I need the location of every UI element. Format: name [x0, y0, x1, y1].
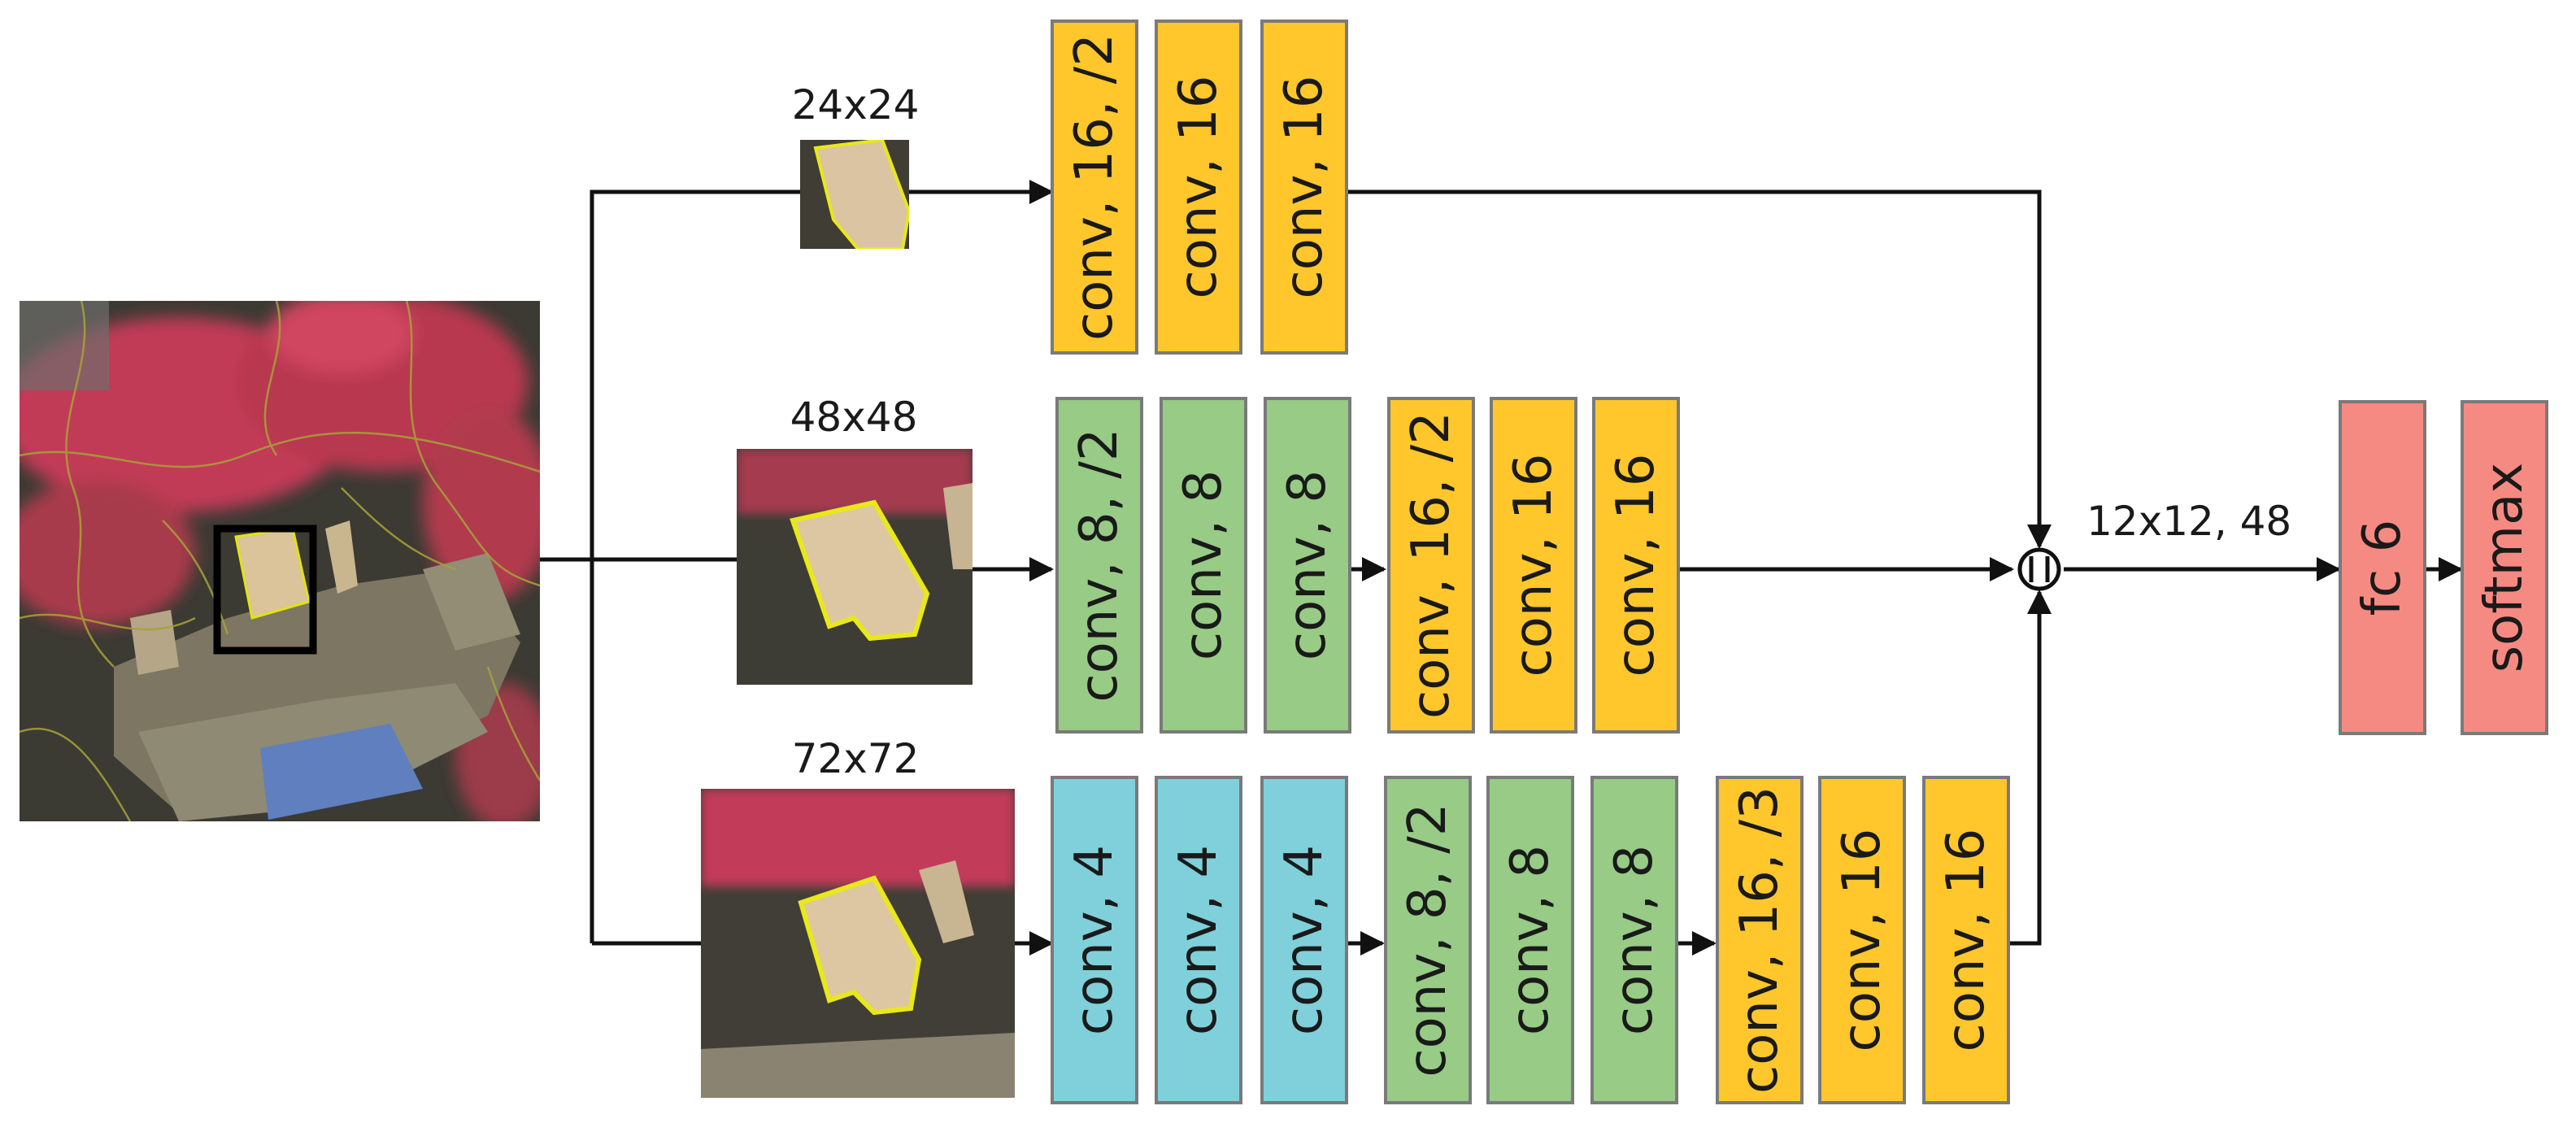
layer-label: conv, 16 [1936, 829, 1996, 1052]
layer-label: conv, 16, /3 [1730, 786, 1790, 1094]
layer-label: conv, 16 [1274, 76, 1334, 299]
layer-block: softmax [2462, 402, 2547, 734]
bottom-merge-arrow [2008, 592, 2039, 943]
layer-block: conv, 16 [1156, 21, 1241, 353]
layer-block: conv, 16 [1262, 21, 1347, 353]
layer-block: conv, 16 [1594, 398, 1678, 732]
layer-label: conv, 8 [1604, 845, 1664, 1035]
layer-label: conv, 16 [1503, 454, 1564, 677]
layer-block: conv, 4 [1262, 777, 1347, 1103]
layer-label: fc 6 [2352, 520, 2413, 616]
layer-block: conv, 8 [1488, 777, 1573, 1103]
layer-block: conv, 16, /2 [1389, 398, 1473, 732]
layer-block: conv, 4 [1052, 777, 1137, 1103]
patch-72-label: 72x72 [792, 735, 920, 782]
layer-block: conv, 16 [1820, 777, 1904, 1103]
layer-label: conv, 16 [1606, 454, 1666, 677]
layer-label: conv, 8 [1173, 470, 1234, 660]
layer-block: conv, 16 [1491, 398, 1576, 732]
layer-label: conv, 4 [1274, 845, 1334, 1035]
layer-block: conv, 8 [1161, 398, 1246, 732]
layer-label: conv, 4 [1168, 845, 1229, 1035]
layer-label: conv, 16 [1168, 76, 1229, 299]
layer-label: conv, 16 [1832, 829, 1892, 1052]
patch-24-thumbnail [800, 140, 909, 249]
patch-24-label: 24x24 [792, 81, 920, 128]
layer-block: conv, 16 [1924, 777, 2008, 1103]
concat-icon [2020, 550, 2059, 589]
layer-blocks: conv, 16, /2 conv, 16 conv, 16 conv, 8, /2 c… [1052, 21, 2547, 1103]
layer-label: conv, 4 [1064, 845, 1125, 1035]
layer-label: conv, 16, /2 [1064, 33, 1125, 341]
patch-48-thumbnail [737, 449, 973, 685]
patch-72-thumbnail [701, 789, 1015, 1098]
layer-block: conv, 16, /2 [1052, 21, 1137, 353]
layer-label: conv, 8, /2 [1398, 803, 1458, 1077]
patch-48-label: 48x48 [790, 394, 918, 441]
layer-block: conv, 8 [1265, 398, 1350, 732]
layer-block: conv, 8, /2 [1057, 398, 1142, 732]
merge-output-label: 12x12, 48 [2086, 498, 2291, 545]
layer-label: conv, 8 [1277, 470, 1338, 660]
layer-label: softmax [2474, 463, 2535, 673]
layer-block: conv, 16, /3 [1717, 777, 1802, 1103]
satellite-image [0, 293, 553, 829]
layer-label: conv, 8, /2 [1069, 428, 1129, 702]
layer-block: conv, 4 [1156, 777, 1241, 1103]
layer-label: conv, 8 [1500, 845, 1560, 1035]
layer-block: fc 6 [2340, 402, 2425, 734]
layer-label: conv, 16, /2 [1401, 411, 1461, 719]
layer-block: conv, 8, /2 [1386, 777, 1470, 1103]
layer-block: conv, 8 [1592, 777, 1677, 1103]
